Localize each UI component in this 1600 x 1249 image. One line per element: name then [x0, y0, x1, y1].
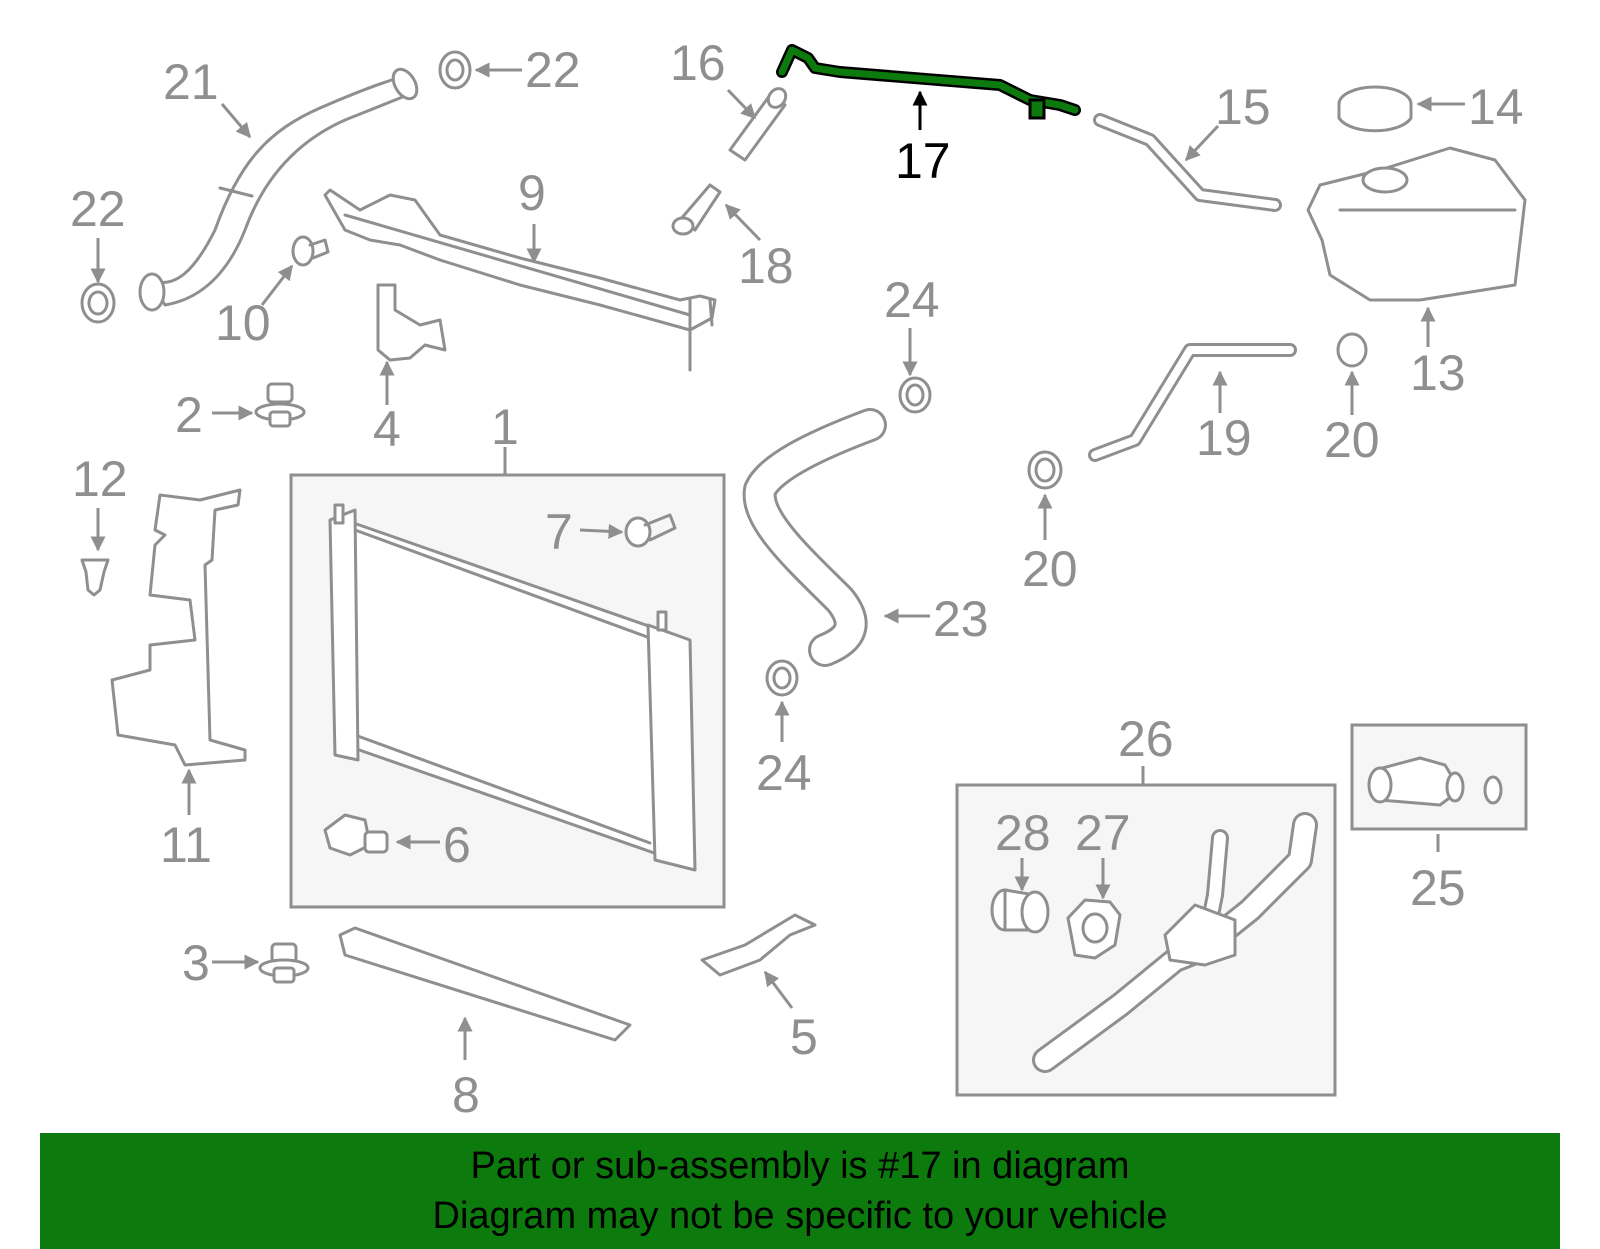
label-24-top: 24	[884, 272, 940, 328]
label-25: 25	[1410, 860, 1466, 916]
part-2-plug	[254, 382, 306, 428]
part-15-hose	[1093, 113, 1282, 212]
part-9-upper-support	[323, 188, 717, 372]
label-3: 3	[182, 935, 210, 991]
label-27: 27	[1075, 805, 1131, 861]
label-23: 23	[933, 591, 989, 647]
part-10-pin	[291, 235, 330, 267]
part-18-bleeder	[671, 183, 722, 236]
label-6: 6	[443, 817, 471, 873]
label-21: 21	[163, 54, 219, 110]
part-22-clamp-left	[80, 282, 116, 324]
label-26: 26	[1118, 711, 1174, 767]
part-24-clamp-bottom	[765, 659, 799, 697]
thermostat-housing-box	[955, 783, 1337, 1097]
part-27-gasket	[1066, 898, 1122, 960]
part-22-clamp-top	[438, 50, 472, 90]
part-26-thermostat-housing	[1032, 812, 1318, 1073]
part-24-clamp-top	[898, 376, 932, 414]
label-28: 28	[995, 805, 1051, 861]
label-4: 4	[373, 401, 401, 457]
part-5-bracket	[700, 913, 817, 977]
part-3-plug	[258, 942, 310, 984]
label-18: 18	[738, 238, 794, 294]
label-13: 13	[1410, 345, 1466, 401]
info-banner: Part or sub-assembly is #17 in diagram D…	[40, 1133, 1560, 1249]
label-22-top: 22	[525, 42, 581, 98]
part-11-air-deflector	[110, 488, 247, 767]
part-4-bracket	[376, 283, 447, 362]
part-12-clip	[80, 558, 110, 597]
label-9: 9	[518, 165, 546, 221]
part-19-hose	[1088, 343, 1297, 462]
leader-arrows	[90, 62, 1465, 1060]
part-7-screw	[624, 513, 677, 548]
part-8-seal	[338, 926, 632, 1042]
label-16: 16	[670, 35, 726, 91]
part-25-connector	[1367, 756, 1503, 807]
part-23-lower-hose	[742, 408, 887, 667]
part-14-cap	[1337, 85, 1413, 133]
part-21-upper-hose	[138, 67, 419, 312]
label-1: 1	[491, 399, 519, 455]
label-5: 5	[790, 1009, 818, 1065]
label-11: 11	[160, 817, 212, 873]
label-22-left: 22	[70, 181, 126, 237]
label-20-right: 20	[1324, 412, 1380, 468]
label-15: 15	[1215, 79, 1271, 135]
part-6-sensor	[323, 813, 389, 857]
label-10: 10	[215, 295, 271, 351]
part-28-thermostat	[990, 888, 1050, 934]
label-24-bottom: 24	[756, 745, 812, 801]
banner-line-1: Part or sub-assembly is #17 in diagram	[470, 1145, 1130, 1187]
banner-line-2: Diagram may not be specific to your vehi…	[432, 1195, 1168, 1237]
label-17: 17	[895, 133, 951, 189]
label-8: 8	[452, 1067, 480, 1123]
part-16-hose	[728, 87, 788, 162]
part-13-reservoir	[1306, 146, 1527, 302]
label-14: 14	[1468, 79, 1524, 135]
part-1-radiator	[328, 503, 697, 872]
label-12: 12	[72, 451, 128, 507]
label-2: 2	[175, 387, 203, 443]
part-17-overflow-hose	[776, 44, 1081, 120]
label-7: 7	[545, 504, 573, 560]
label-19: 19	[1196, 410, 1252, 466]
label-20-left: 20	[1022, 541, 1078, 597]
part-20-clamp-right	[1336, 332, 1368, 368]
part-20-clamp-left	[1027, 450, 1063, 490]
